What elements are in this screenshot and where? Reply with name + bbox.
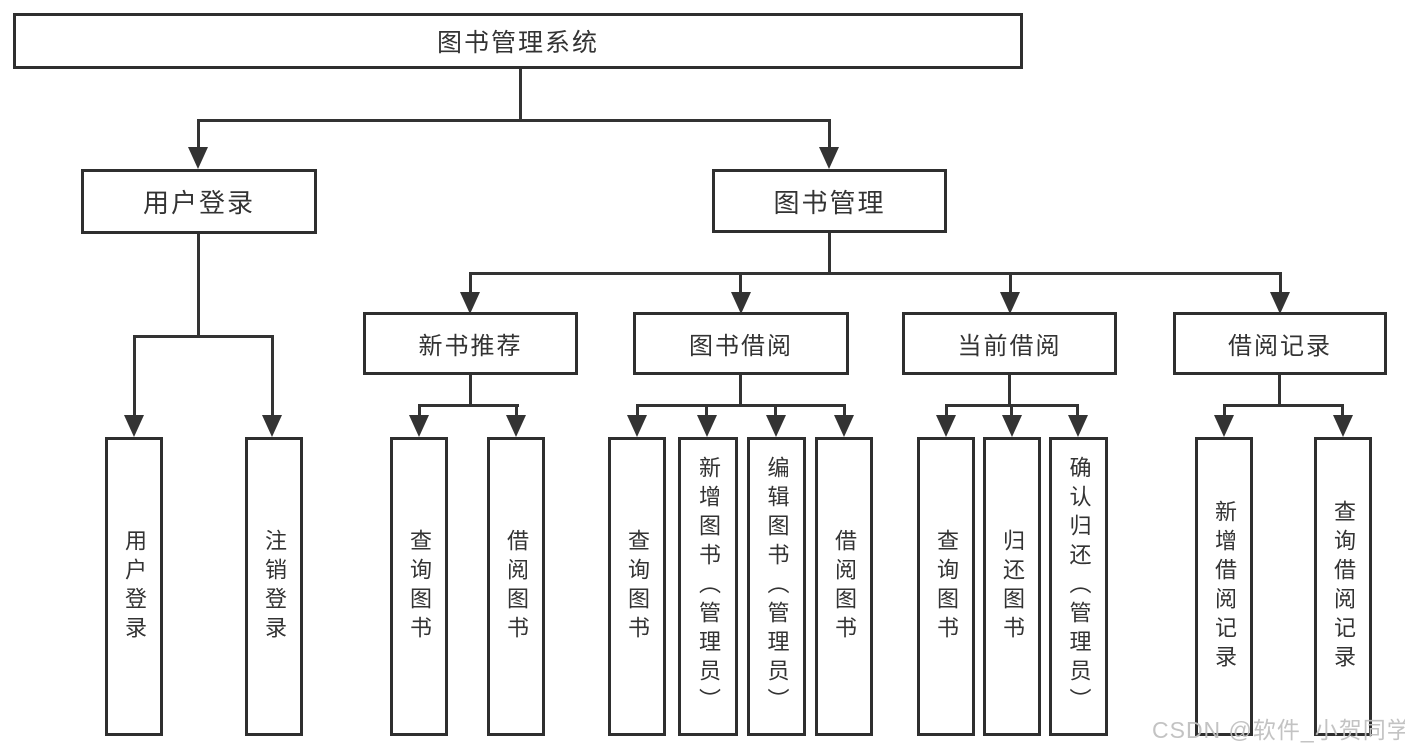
- connector-root-right-drop: [828, 119, 831, 149]
- connector-newbooks-crossbar: [418, 404, 519, 407]
- connector-newbooks-stem: [469, 375, 472, 404]
- connector-userlogin-right-drop: [271, 335, 274, 415]
- node-book-management: 图书管理: [712, 169, 947, 233]
- connector-currentborrow-drop-1: [945, 404, 948, 416]
- leaf-currentborrow-confirm-return-admin: 确认归还（管理员）: [1049, 437, 1108, 736]
- arrow-down-icon: [1002, 415, 1022, 437]
- arrow-down-icon: [460, 292, 480, 314]
- leaf-bookborrow-query-books: 查询图书: [608, 437, 666, 736]
- arrow-down-icon: [731, 292, 751, 314]
- leaf-label: 查询借阅记录: [1331, 499, 1356, 674]
- node-label: 新书推荐: [418, 333, 523, 360]
- arrow-down-icon: [936, 415, 956, 437]
- leaf-bookborrow-add-books-admin: 新增图书（管理员）: [678, 437, 738, 736]
- arrow-down-icon: [819, 147, 839, 169]
- leaf-currentborrow-query-books: 查询图书: [917, 437, 975, 736]
- arrow-down-icon: [1000, 292, 1020, 314]
- node-new-book-recommend: 新书推荐: [363, 312, 578, 375]
- node-borrow-records: 借阅记录: [1173, 312, 1387, 375]
- leaf-label: 借阅图书: [504, 528, 529, 645]
- leaf-label: 借阅图书: [832, 528, 857, 645]
- leaf-label: 编辑图书（管理员）: [764, 456, 790, 717]
- node-current-borrow: 当前借阅: [902, 312, 1117, 375]
- connector-bookborrow-drop-4: [843, 404, 846, 416]
- connector-borrowrecords-stem: [1278, 375, 1281, 404]
- leaf-borrowrecords-add-record: 新增借阅记录: [1195, 437, 1253, 736]
- leaf-label: 确认归还（管理员）: [1066, 456, 1092, 717]
- leaf-newbooks-query-books: 查询图书: [390, 437, 448, 736]
- node-label: 用户登录: [142, 188, 255, 218]
- leaf-label: 新增图书（管理员）: [696, 456, 721, 717]
- arrow-down-icon: [627, 415, 647, 437]
- arrow-down-icon: [1270, 292, 1290, 314]
- connector-root-stem: [519, 69, 522, 119]
- connector-borrowrecords-drop-2: [1341, 404, 1344, 416]
- leaf-label: 查询图书: [934, 528, 959, 645]
- leaf-bookborrow-borrow-books: 借阅图书: [815, 437, 873, 736]
- arrow-down-icon: [124, 415, 144, 437]
- connector-borrowrecords-drop-1: [1223, 404, 1226, 416]
- node-label: 当前借阅: [957, 333, 1062, 360]
- connector-bookborrow-drop-2: [705, 404, 708, 416]
- connector-bookmgmt-crossbar: [469, 272, 1282, 275]
- connector-borrowrecords-crossbar: [1223, 404, 1344, 407]
- connector-bookborrow-drop-3: [774, 404, 777, 416]
- connector-root-crossbar: [197, 119, 831, 122]
- connector-bookmgmt-drop-4: [1279, 272, 1282, 293]
- connector-bookmgmt-drop-3: [1009, 272, 1012, 293]
- connector-userlogin-left-drop: [133, 335, 136, 415]
- leaf-label: 注销登录: [262, 528, 287, 645]
- arrow-down-icon: [409, 415, 429, 437]
- connector-bookborrow-crossbar: [636, 404, 846, 407]
- csdn-watermark: CSDN @软件_小贺同学: [1152, 717, 1405, 743]
- leaf-label: 归还图书: [1000, 528, 1025, 645]
- leaf-logout: 注销登录: [245, 437, 303, 736]
- connector-newbooks-drop-2: [515, 404, 518, 416]
- connector-bookmgmt-stem: [828, 233, 831, 272]
- leaf-bookborrow-edit-books-admin: 编辑图书（管理员）: [747, 437, 806, 736]
- connector-currentborrow-drop-3: [1076, 404, 1079, 416]
- connector-newbooks-drop-1: [418, 404, 421, 416]
- node-label: 图书管理系统: [436, 29, 599, 57]
- node-library-management-system: 图书管理系统: [13, 13, 1023, 69]
- connector-bookborrow-drop-1: [636, 404, 639, 416]
- connector-currentborrow-drop-2: [1010, 404, 1013, 416]
- leaf-borrowrecords-query-record: 查询借阅记录: [1314, 437, 1372, 736]
- arrow-down-icon: [1214, 415, 1234, 437]
- arrow-down-icon: [262, 415, 282, 437]
- arrow-down-icon: [834, 415, 854, 437]
- connector-currentborrow-stem: [1008, 375, 1011, 404]
- node-book-borrow: 图书借阅: [633, 312, 849, 375]
- leaf-user-login: 用户登录: [105, 437, 163, 736]
- node-label: 图书借阅: [689, 333, 793, 360]
- connector-root-left-drop: [197, 119, 200, 149]
- arrow-down-icon: [188, 147, 208, 169]
- connector-bookmgmt-drop-1: [469, 272, 472, 293]
- arrow-down-icon: [697, 415, 717, 437]
- arrow-down-icon: [766, 415, 786, 437]
- arrow-down-icon: [1333, 415, 1353, 437]
- node-label: 图书管理: [773, 187, 886, 218]
- connector-bookmgmt-drop-2: [739, 272, 742, 293]
- node-label: 借阅记录: [1228, 333, 1332, 360]
- leaf-label: 查询图书: [625, 528, 650, 645]
- connector-userlogin-crossbar: [133, 335, 274, 338]
- leaf-label: 新增借阅记录: [1212, 499, 1237, 674]
- leaf-label: 用户登录: [122, 528, 147, 645]
- connector-bookborrow-stem: [739, 375, 742, 404]
- leaf-currentborrow-return-books: 归还图书: [983, 437, 1041, 736]
- arrow-down-icon: [506, 415, 526, 437]
- node-user-login: 用户登录: [81, 169, 317, 234]
- leaf-label: 查询图书: [407, 528, 432, 645]
- arrow-down-icon: [1068, 415, 1088, 437]
- leaf-newbooks-borrow-books: 借阅图书: [487, 437, 545, 736]
- connector-userlogin-stem: [197, 234, 200, 335]
